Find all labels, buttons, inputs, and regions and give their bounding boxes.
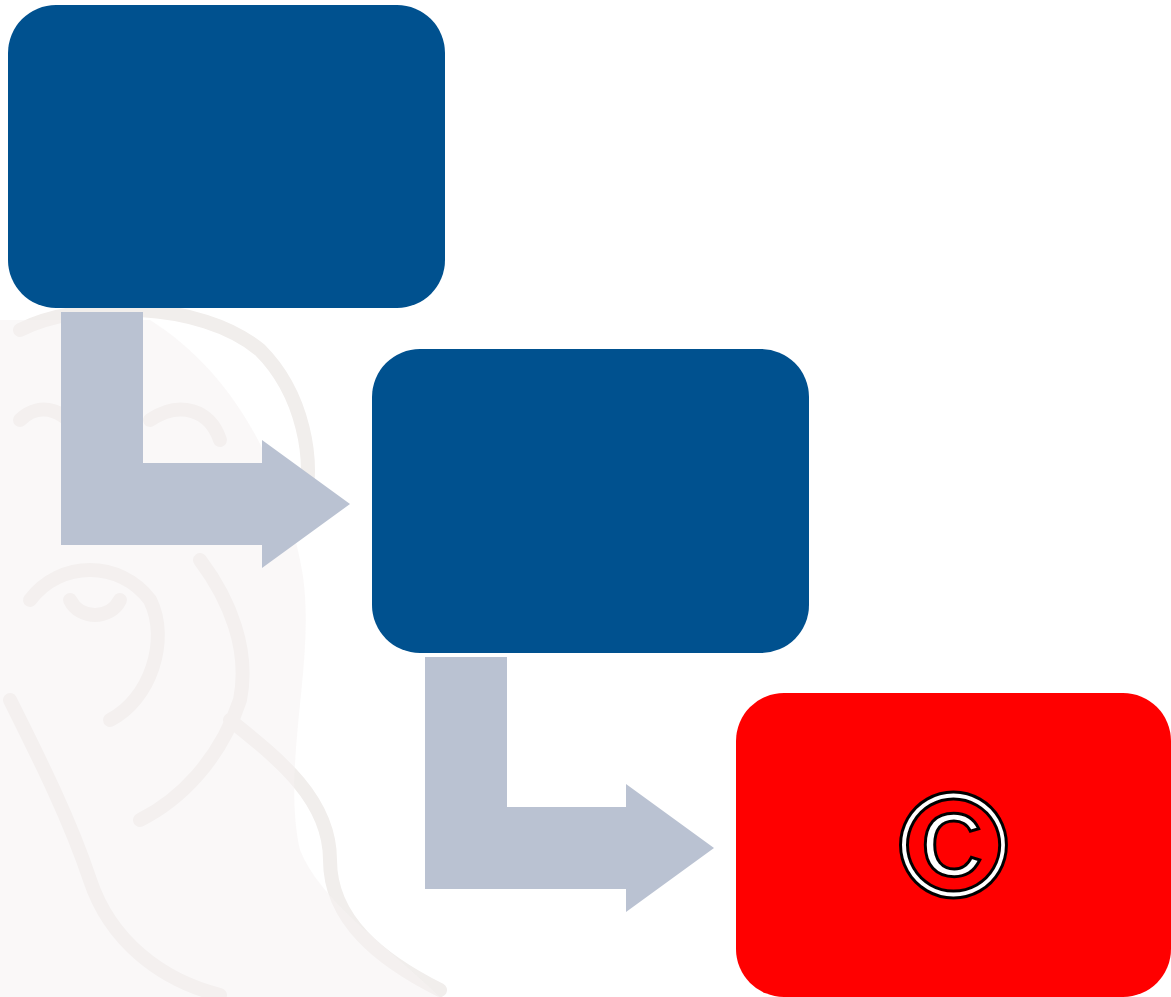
elbow-arrow <box>61 312 350 568</box>
process-box: © <box>736 693 1171 997</box>
process-box <box>8 5 445 308</box>
process-box <box>372 349 809 653</box>
box-label: © <box>898 770 1009 920</box>
elbow-arrow <box>425 657 714 912</box>
